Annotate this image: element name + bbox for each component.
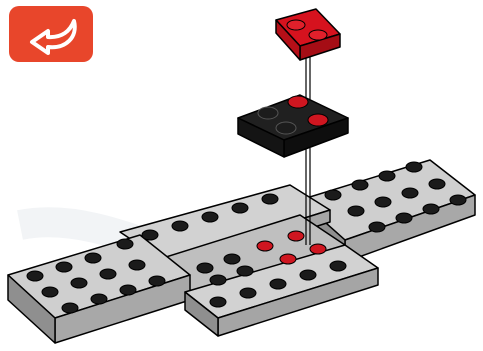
red-1x2-plate [276, 9, 340, 60]
gray-baseplate [8, 160, 475, 343]
black-2x2-plate [238, 95, 348, 157]
